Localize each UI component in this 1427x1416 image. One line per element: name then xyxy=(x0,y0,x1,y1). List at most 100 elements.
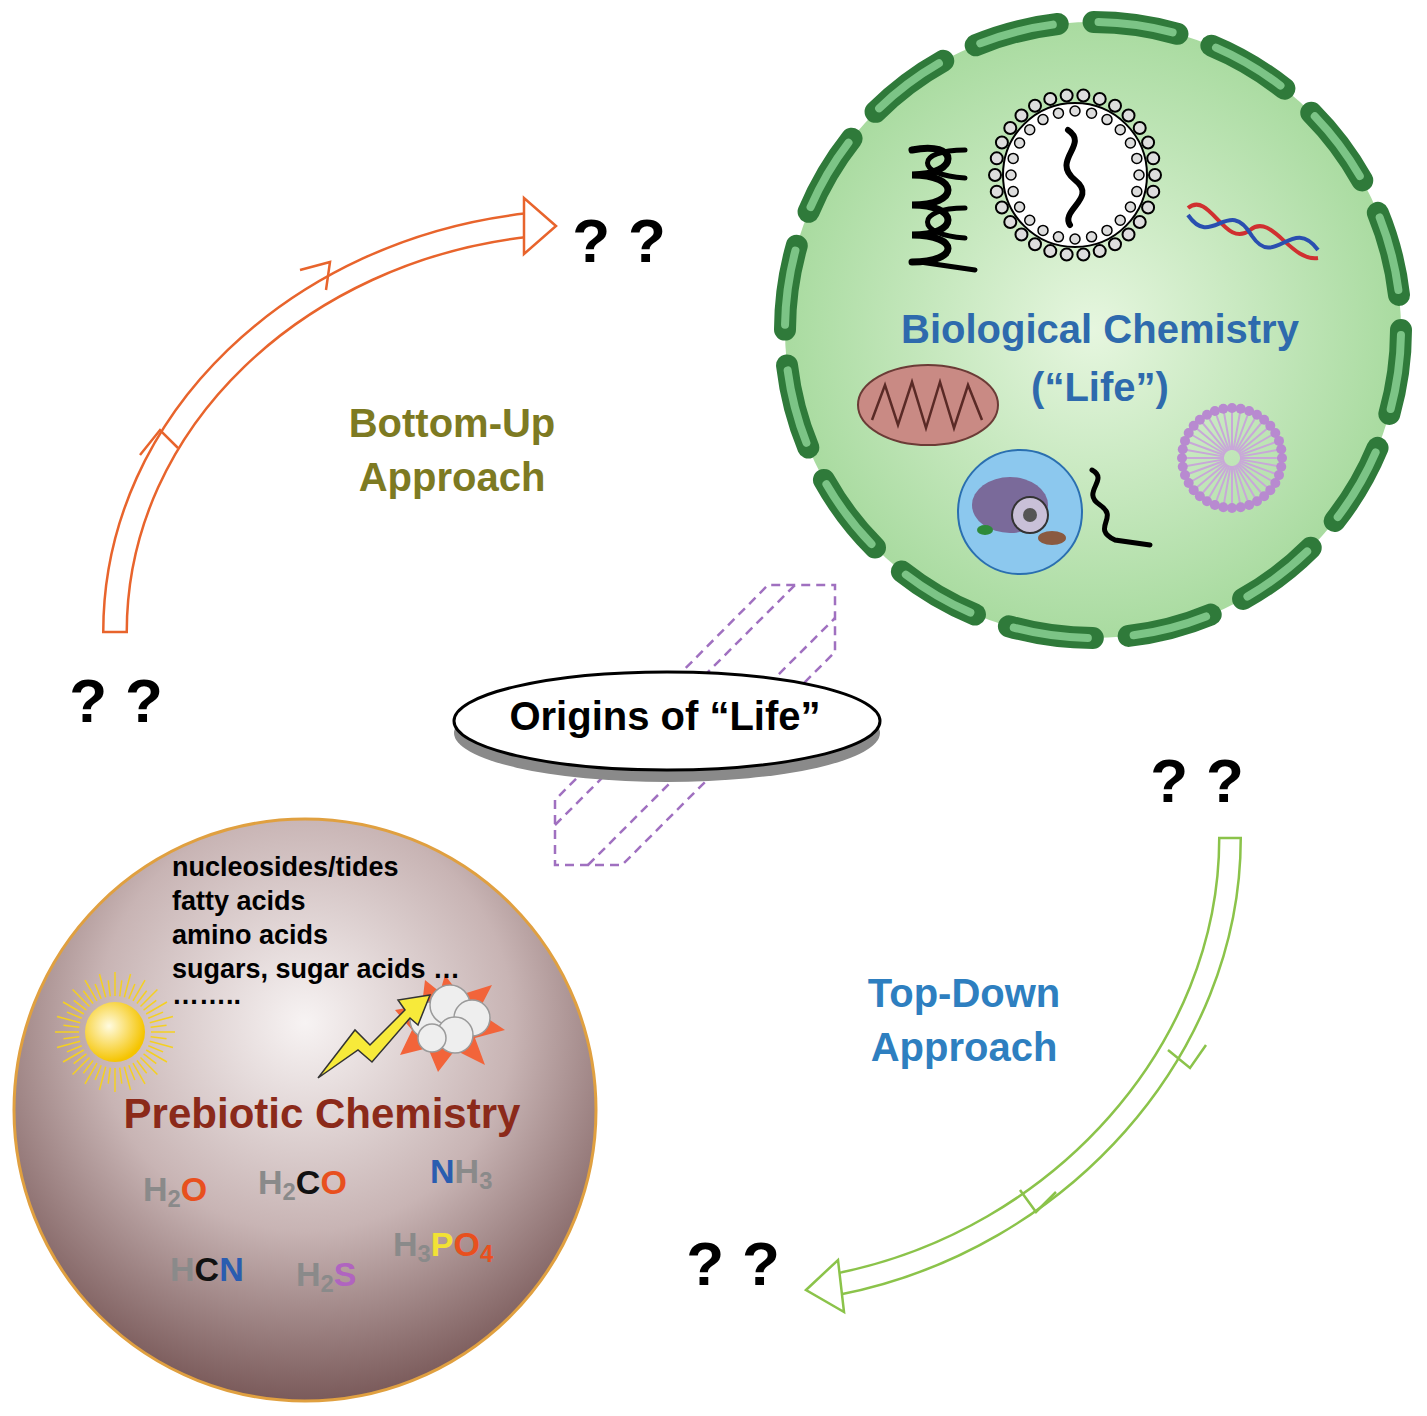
sun-ray xyxy=(146,1002,167,1014)
lipid-tail xyxy=(1187,459,1224,466)
lipid-head xyxy=(1236,502,1246,512)
lipid-head xyxy=(996,136,1008,148)
lipid-head xyxy=(1025,215,1035,225)
lipid-head xyxy=(1276,444,1286,454)
lipid-tail xyxy=(1224,413,1231,450)
sun-ray xyxy=(67,1012,82,1018)
node-text: fatty acids xyxy=(172,886,306,917)
question-marks: ?? xyxy=(1150,745,1262,816)
lipid-head xyxy=(989,169,1001,181)
lipid-head xyxy=(1029,238,1041,250)
prebiotic-sphere-node: nucleosides/tidesfatty acidsamino acidss… xyxy=(11,816,599,1404)
formula-glyph: C xyxy=(195,1250,220,1288)
lipid-head xyxy=(1061,249,1073,261)
lipid-head xyxy=(1006,170,1016,180)
node-title: Biological Chemistry (“Life”) xyxy=(860,300,1340,416)
lipid-head xyxy=(1125,202,1135,212)
formula-glyph: O xyxy=(181,1170,207,1208)
question-marks: ?? xyxy=(686,1228,798,1299)
lipid-vesicle xyxy=(989,89,1161,260)
lipid-head xyxy=(1015,110,1027,122)
sun-ray xyxy=(150,1041,173,1047)
biological-cell-node: Biological Chemistry (“Life”) xyxy=(771,8,1415,652)
sun-ray xyxy=(151,1031,175,1033)
question-marks: ?? xyxy=(69,665,181,736)
lipid-head xyxy=(1125,138,1135,148)
formula-glyph: H xyxy=(393,1225,418,1263)
lipid-head xyxy=(1115,215,1125,225)
sun-ray xyxy=(148,1046,163,1052)
lipid-head xyxy=(1044,245,1056,257)
lipid-head xyxy=(1147,152,1159,164)
lipid-head xyxy=(1142,136,1154,148)
lipid-head xyxy=(1094,245,1106,257)
lipid-head xyxy=(1109,238,1121,250)
lipid-head xyxy=(1029,100,1041,112)
approach-label: Bottom-Up Approach xyxy=(307,396,597,504)
lightning-bolt xyxy=(318,995,430,1078)
sun-ray xyxy=(63,1002,84,1014)
sun-ray xyxy=(151,1037,167,1039)
sun-ray xyxy=(120,1068,122,1084)
chemical-formula: H2CO xyxy=(258,1163,347,1206)
ellipse-outline xyxy=(454,672,880,770)
formula-glyph: N xyxy=(219,1250,244,1288)
lipid-head xyxy=(1070,106,1080,116)
node-title: Origins of “Life” xyxy=(509,694,820,739)
cell-body xyxy=(785,22,1401,638)
cell-wall-segments xyxy=(785,22,1401,638)
chemical-formula: NH3 xyxy=(430,1152,492,1195)
chemical-formula: HCN xyxy=(170,1250,244,1289)
formula-glyph: H xyxy=(143,1170,168,1208)
sun-ray xyxy=(99,974,105,997)
sun-ray xyxy=(129,1065,135,1080)
lipid-tail xyxy=(1231,412,1233,450)
lipid-head xyxy=(1132,153,1142,163)
sun-rays xyxy=(55,972,175,1092)
lipid-head xyxy=(1276,462,1286,472)
lipid-head xyxy=(1178,462,1188,472)
sun-ray xyxy=(140,1057,157,1074)
formula-glyph: H xyxy=(170,1250,195,1288)
sun-ray xyxy=(140,990,157,1007)
sun-ray xyxy=(85,1063,97,1084)
lipid-head xyxy=(1123,110,1135,122)
sun-ray xyxy=(67,1046,82,1052)
chemical-formula: H2O xyxy=(143,1170,207,1213)
formula-glyph: C xyxy=(296,1163,321,1201)
lipid-head xyxy=(1177,453,1187,463)
node-text: amino acids xyxy=(172,920,328,951)
formula-glyph: H xyxy=(258,1163,283,1201)
sun-ray xyxy=(73,990,90,1007)
lipid-head xyxy=(1132,187,1142,197)
lipid-head xyxy=(1277,453,1287,463)
lipid-head xyxy=(1218,502,1228,512)
lipid-head xyxy=(1134,170,1144,180)
sun-ray xyxy=(124,1067,130,1090)
lipid-head xyxy=(1044,93,1056,105)
chemical-formula: H2S xyxy=(296,1255,357,1298)
sun-ray xyxy=(133,980,145,1001)
lipid-head xyxy=(991,152,1003,164)
lipid-head xyxy=(1015,202,1025,212)
lipid-head xyxy=(1094,93,1106,105)
lipid-head xyxy=(1274,436,1284,446)
lipid-head xyxy=(1038,225,1048,235)
lipid-head xyxy=(1015,138,1025,148)
protein-helix xyxy=(912,148,975,270)
polymer-strand xyxy=(1092,470,1150,545)
sun-ray xyxy=(129,984,135,999)
sun xyxy=(85,1002,145,1062)
formula-glyph: 3 xyxy=(418,1240,431,1267)
sun-ray xyxy=(63,1037,79,1039)
lipid-head xyxy=(1102,115,1112,125)
sun-ray xyxy=(55,1031,79,1033)
formula-glyph: 2 xyxy=(168,1185,181,1212)
ellipse-node: Origins of “Life” xyxy=(450,660,884,786)
formula-glyph: 3 xyxy=(479,1167,492,1194)
formula-glyph: O xyxy=(454,1225,480,1263)
lipid-head xyxy=(1087,232,1097,242)
sun-ray xyxy=(99,1067,105,1090)
lipid-head xyxy=(1008,153,1018,163)
formula-glyph: H xyxy=(455,1152,480,1190)
